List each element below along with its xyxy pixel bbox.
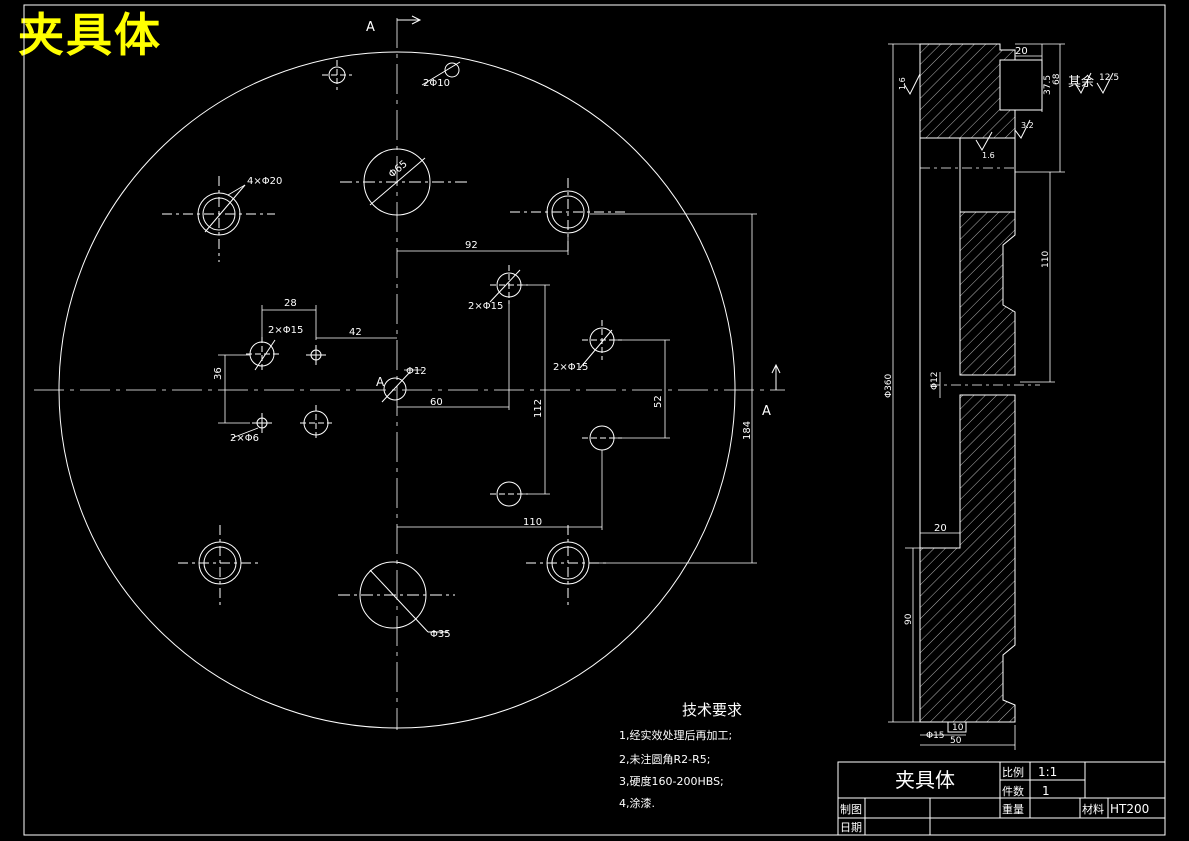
- sec-dim-12: Φ12: [930, 371, 940, 390]
- section-label-right: A: [762, 404, 771, 419]
- hole-4x20-tr: [510, 178, 625, 255]
- hole-phi15-left: [249, 341, 275, 367]
- dim-2x15-left: 2×Φ15: [268, 325, 303, 336]
- dim-60: 60: [430, 397, 443, 408]
- hole-phi10-right: [444, 62, 460, 78]
- hole-center-phi12: [383, 377, 407, 401]
- dim-52: 52: [653, 395, 664, 408]
- dim-112: 112: [533, 399, 544, 418]
- dim-2x15-mid: 2×Φ15: [468, 301, 503, 312]
- sec-dim-20-top: 20: [1015, 46, 1028, 57]
- dim-28: 28: [284, 298, 297, 309]
- tb-part-name: 夹具体: [895, 768, 955, 792]
- sec-rough-top: 1.6: [898, 77, 907, 90]
- sec-dim-15: Φ15: [926, 731, 945, 741]
- dim-2x10: 2Φ10: [423, 78, 450, 89]
- sec-rough-right: 3.2: [1021, 121, 1034, 130]
- dim-2x6: 2×Φ6: [230, 433, 259, 444]
- note-4: 4,涂漆.: [619, 796, 655, 810]
- section-label-top: A: [366, 20, 375, 35]
- dim-center-small: Φ12: [406, 366, 427, 377]
- drawing-title: 夹具体: [18, 8, 162, 62]
- note-1: 1,经实效处理后再加工;: [619, 728, 732, 742]
- dim-110: 110: [523, 517, 542, 528]
- note-3: 3,硬度160-200HBS;: [619, 774, 724, 788]
- sec-dim-360: Φ360: [884, 373, 894, 398]
- sec-dim-50: 50: [950, 736, 962, 746]
- tb-qty-value: 1: [1042, 784, 1050, 798]
- tb-scale-value: 1:1: [1038, 765, 1057, 779]
- notes-heading: 技术要求: [682, 701, 742, 719]
- sec-dim-10: 10: [952, 723, 964, 733]
- dim-2x15-right: 2×Φ15: [553, 362, 588, 373]
- section-hub: [959, 211, 1016, 376]
- tb-weight-label: 重量: [1002, 802, 1024, 816]
- tb-material-value: HT200: [1110, 802, 1149, 816]
- note-2: 2,未注圆角R2-R5;: [619, 752, 710, 766]
- sec-rough-mid: 1.6: [982, 151, 995, 160]
- section-hub-lower: [919, 394, 1016, 723]
- tb-qty-label: 件数: [1002, 785, 1024, 798]
- sec-dim-68: 68: [1052, 73, 1062, 85]
- dim-4x20: 4×Φ20: [247, 176, 282, 187]
- dim-92: 92: [465, 240, 478, 251]
- dim-184: 184: [742, 421, 753, 440]
- dim-bottom-big: Φ35: [430, 629, 451, 640]
- title-block: [837, 761, 1166, 836]
- tb-scale-label: 比例: [1002, 765, 1024, 779]
- hole-4x20-br: [526, 525, 610, 605]
- section-label-center: A: [376, 375, 385, 389]
- sec-rest-label: 其余: [1068, 74, 1094, 90]
- sec-dim-110: 110: [1041, 251, 1051, 268]
- hole-4x20-bl: [178, 525, 262, 605]
- tb-drawn-label: 制图: [840, 803, 862, 816]
- tb-material-label: 材料: [1082, 802, 1104, 816]
- sec-dim-37-5: 37.5: [1043, 75, 1053, 95]
- dim-36: 36: [213, 367, 224, 380]
- drawing-frame: [23, 4, 1166, 836]
- sec-rest-value: 12.5: [1099, 73, 1119, 83]
- sec-dim-90: 90: [904, 613, 914, 625]
- tb-date-label: 日期: [840, 821, 862, 834]
- sec-dim-20-mid: 20: [934, 523, 947, 534]
- dim-42: 42: [349, 327, 362, 338]
- hole-4x20-tl: [162, 176, 275, 262]
- dim-center-big: Φ65: [387, 159, 410, 181]
